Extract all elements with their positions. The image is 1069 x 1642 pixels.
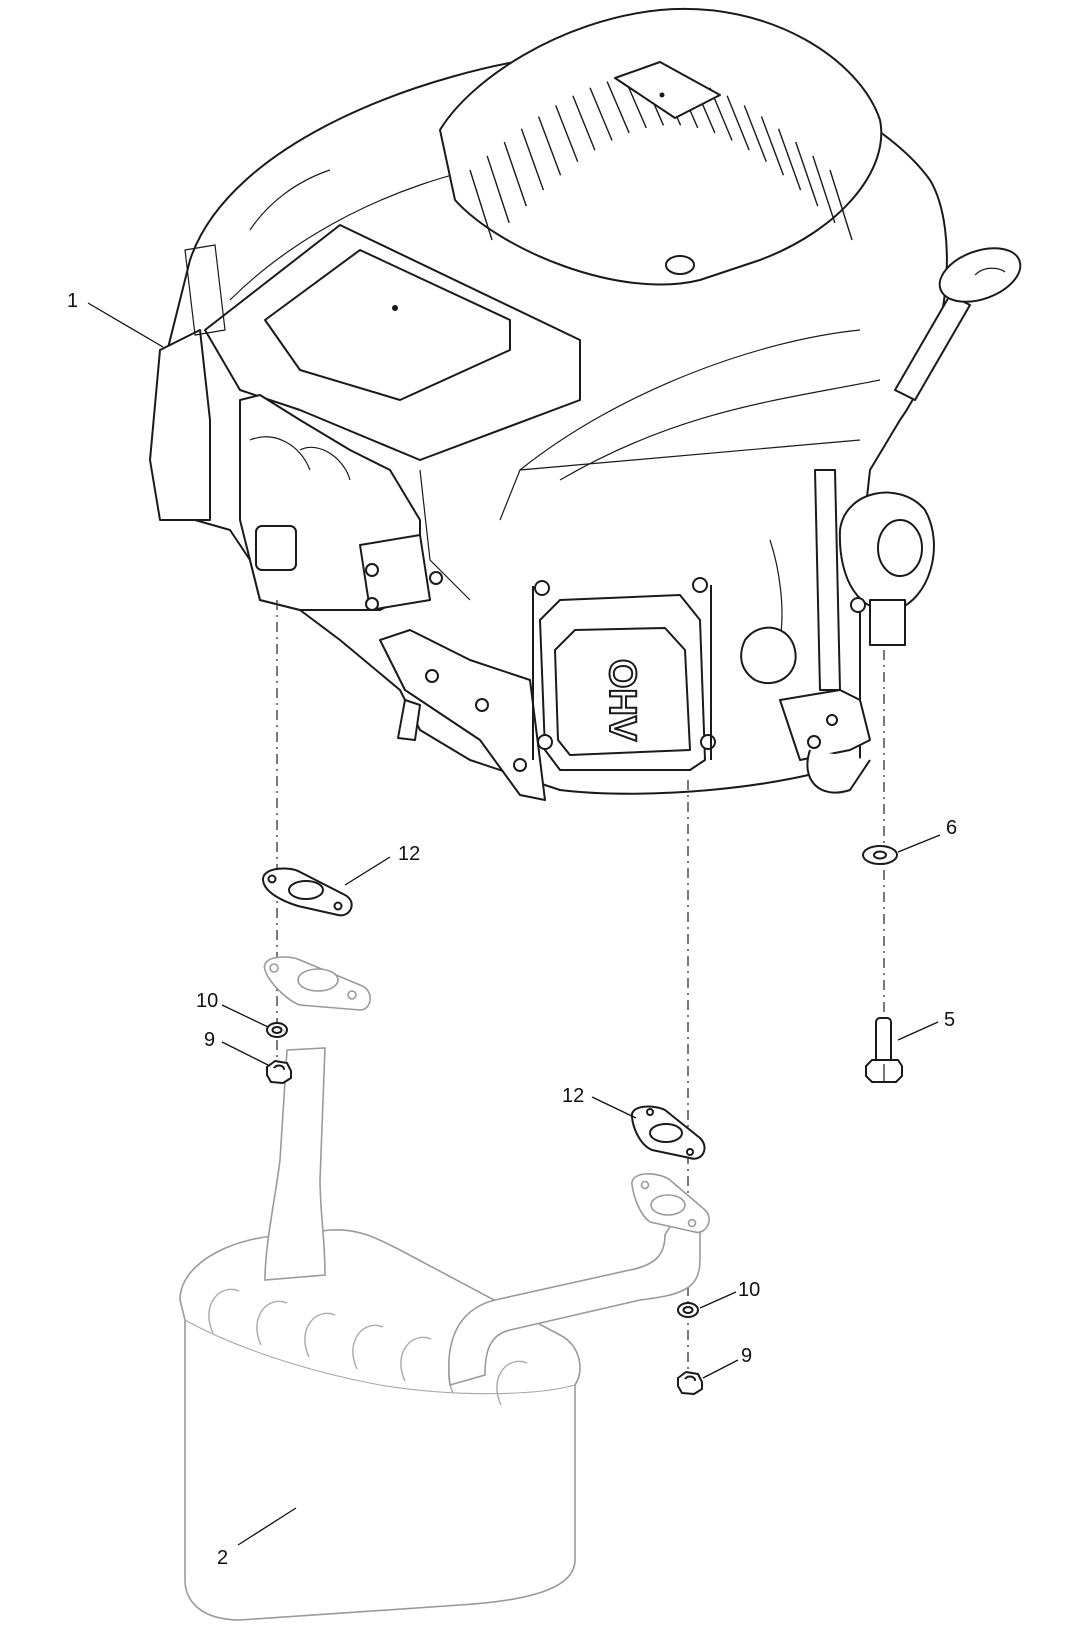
callout-lockwasher-right: 10 — [738, 1279, 760, 1301]
lockwasher-right — [677, 1302, 699, 1318]
grille-slot — [606, 81, 630, 134]
grille-slot — [726, 95, 750, 151]
left-side-shroud — [149, 244, 226, 521]
oil-dipstick — [894, 247, 1022, 401]
grille-slot — [777, 128, 802, 191]
intake-manifold — [239, 394, 443, 611]
exhaust-port-bracket — [779, 689, 871, 794]
oil-filter — [838, 491, 935, 646]
callout-bolt: 5 — [944, 1009, 955, 1031]
callout-washer: 6 — [946, 817, 957, 839]
muffler-flange-right — [631, 1173, 710, 1234]
nut-left — [266, 1060, 292, 1084]
fan-grille — [439, 7, 883, 286]
callout-muffler: 2 — [217, 1547, 228, 1569]
callout-nut-left: 9 — [204, 1029, 215, 1051]
air-cleaner-cover — [204, 224, 581, 461]
grille-slot — [537, 116, 562, 176]
callouts: 1 12 6 10 9 5 12 10 9 2 — [67, 290, 957, 1569]
fuel-line — [740, 469, 866, 691]
grille-slot — [760, 116, 785, 176]
lockwasher-left — [266, 1022, 288, 1038]
grille-slot — [572, 95, 596, 151]
muffler-baffle — [496, 1360, 528, 1406]
gasket-left — [261, 867, 353, 917]
grille-slot — [469, 169, 493, 241]
callout-engine: 1 — [67, 290, 78, 312]
callout-gasket-left: 12 — [398, 843, 420, 865]
valve-cover: OHV — [532, 577, 716, 771]
grille-slot — [486, 155, 510, 224]
muffler-baffle — [208, 1288, 240, 1334]
grille-slot — [503, 141, 527, 207]
grille-slot — [829, 169, 853, 241]
callout-gasket-right: 12 — [562, 1085, 584, 1107]
washer — [862, 845, 898, 865]
mounting-bracket — [379, 629, 546, 801]
flange-bolt — [865, 1017, 903, 1083]
nut-right — [677, 1371, 703, 1395]
grille-slot — [589, 87, 613, 141]
engine-marking: OHV — [601, 659, 643, 742]
muffler-baffle — [256, 1300, 288, 1346]
gasket-right — [630, 1105, 706, 1160]
grille-slot — [795, 141, 819, 207]
grille-slot — [520, 128, 545, 191]
muffler-flange-left — [263, 956, 371, 1011]
muffler-baffle — [352, 1324, 384, 1370]
grille-slot — [555, 105, 579, 163]
callout-nut-right: 9 — [741, 1345, 752, 1367]
muffler-baffle — [304, 1312, 336, 1358]
grille-slot — [812, 155, 836, 224]
muffler — [179, 1047, 701, 1621]
engine-assembly: OHV — [149, 7, 1022, 801]
callout-lockwasher-left: 10 — [196, 990, 218, 1012]
muffler-baffle — [400, 1336, 432, 1382]
grille-slot — [743, 105, 767, 163]
